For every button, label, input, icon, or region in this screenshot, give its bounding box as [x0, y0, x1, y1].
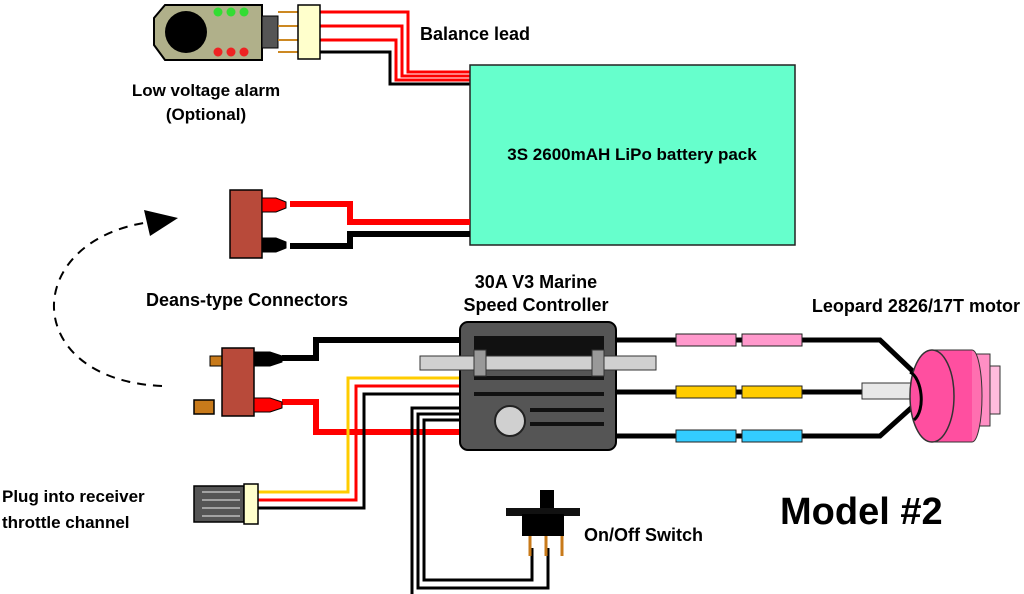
esc-label-line2: Speed Controller: [463, 295, 608, 315]
deans-connector-battery: [229, 189, 287, 259]
receiver-label-line1: Plug into receiver: [2, 487, 145, 506]
speed-controller: [419, 321, 657, 451]
esc-capacitor: [494, 405, 526, 437]
led-red: [226, 47, 236, 57]
on-off-switch: [506, 490, 580, 556]
battery-main-leads: [290, 201, 470, 249]
motor-label: Leopard 2826/17T motor: [812, 296, 1020, 316]
led-green: [226, 7, 236, 17]
balance-lead-wires: [320, 10, 470, 86]
led-red: [239, 47, 249, 57]
deans-connector-esc: [193, 347, 283, 417]
sleeve-blue: [675, 429, 737, 443]
alarm-label-line1: Low voltage alarm: [132, 81, 280, 100]
bullet-sleeves: [675, 333, 803, 443]
switch-label: On/Off Switch: [584, 525, 703, 545]
buzzer-circle: [165, 11, 207, 53]
switch-lever: [540, 490, 554, 510]
sleeve-pink: [675, 333, 737, 347]
low-voltage-alarm: [153, 4, 321, 61]
sleeve-yellow: [675, 385, 737, 399]
sleeve-yellow: [741, 385, 803, 399]
arrow-head-icon: [144, 210, 178, 236]
receiver-label-line2: throttle channel: [2, 513, 130, 532]
esc-label-line1: 30A V3 Marine: [475, 272, 597, 292]
esc-mount-bar: [419, 355, 657, 371]
model-label: Model #2: [780, 491, 943, 533]
battery-label: 3S 2600mAH LiPo battery pack: [507, 145, 757, 164]
led-red: [213, 47, 223, 57]
sleeve-blue: [741, 429, 803, 443]
switch-wires: [410, 406, 550, 594]
deans-label: Deans-type Connectors: [146, 290, 348, 310]
alarm-label-line2: (Optional): [166, 105, 246, 124]
balance-lead-label: Balance lead: [420, 24, 530, 44]
receiver-lead-wires: [258, 376, 460, 510]
battery-pack: [469, 64, 796, 246]
sleeve-pink: [741, 333, 803, 347]
led-green: [239, 7, 249, 17]
alarm-pins: [278, 11, 300, 53]
receiver-plug: [193, 483, 259, 525]
connect-arrow-path: [53, 221, 163, 387]
motor: [861, 349, 1001, 443]
esc-power-leads: [282, 337, 460, 435]
led-green: [213, 7, 223, 17]
balance-plug: [297, 4, 321, 60]
